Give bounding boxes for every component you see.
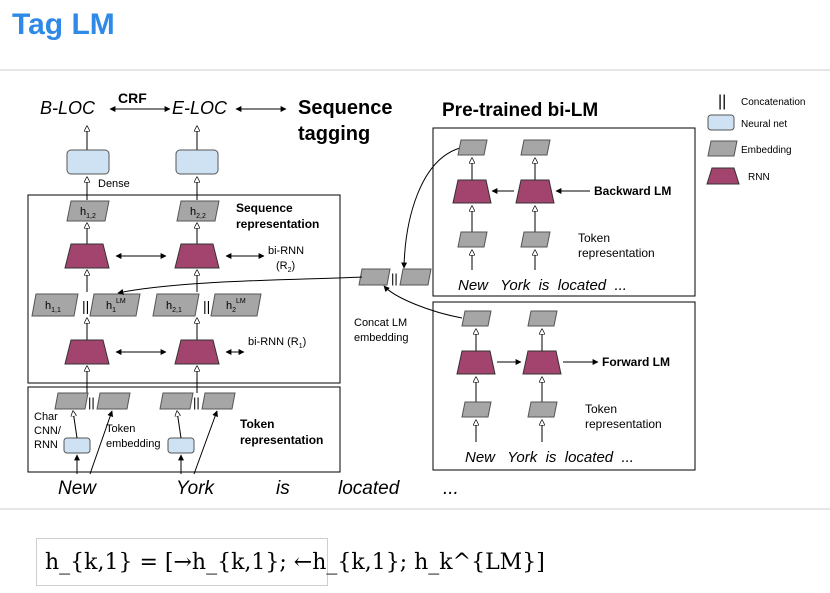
formula-text: h_{k,1} = [→h_{k,1}; ←h_{k,1}; h_k^{LM}] <box>45 549 545 575</box>
word-embedding-1 <box>96 392 131 410</box>
forward-lm: Forward LM Token representation New York… <box>456 310 670 466</box>
forward-rnn-1 <box>456 350 496 375</box>
rnn-r2-cell-2 <box>174 243 220 269</box>
input-word-new: New <box>58 478 97 499</box>
dense-layer-1 <box>66 149 110 175</box>
forward-lm-words: New York is located ... <box>465 449 634 466</box>
concat-lm-backward <box>358 268 391 286</box>
svg-text:h2,2: h2,2 <box>190 206 206 220</box>
bi-rnn-r1-label: bi-RNN (R1) <box>248 336 306 350</box>
legend-rnn: RNN <box>748 172 770 183</box>
backward-token-rep-line2: representation <box>578 246 655 260</box>
concat-to-h1lm-arrow <box>117 276 363 295</box>
bi-rnn-r2-label-line1: bi-RNN <box>268 245 304 257</box>
token-representation: || || Token representation Char CNN/ RNN… <box>34 366 323 475</box>
char-cnn-label-line3: RNN <box>34 439 58 451</box>
svg-text:h1,1: h1,1 <box>45 300 61 314</box>
sequence-tagging-line1: Sequence <box>298 97 392 119</box>
concat-symbol-1: || <box>82 298 89 314</box>
h1lm-embedding <box>89 293 141 317</box>
h2lm-embedding <box>210 293 262 317</box>
legend-neural-net-swatch <box>707 114 735 131</box>
dense-layer-2 <box>175 149 219 175</box>
h21-embedding <box>152 293 200 317</box>
concat-lm-embedding: || Concat LM embedding <box>117 147 463 344</box>
bi-lm-title: Pre-trained bi-LM <box>442 100 598 121</box>
b-loc-label: B-LOC <box>40 98 96 118</box>
concat-lm-forward <box>399 268 432 286</box>
token-representation-line2: representation <box>240 433 323 447</box>
tagger-output: B-LOC CRF E-LOC Sequence tagging Dense <box>40 90 392 190</box>
svg-text:||: || <box>391 271 398 286</box>
forward-token-rep-line1: Token <box>585 402 617 416</box>
backward-lm: Backward LM Token representation New Yor… <box>452 139 671 294</box>
forward-to-concat-arrow <box>383 285 463 319</box>
char-cnn-label-line1: Char <box>34 411 58 423</box>
slide-title: Tag LM <box>12 8 115 41</box>
forward-rnn-2 <box>522 350 562 375</box>
forward-token-rep-line2: representation <box>585 417 662 431</box>
char-embedding-1 <box>54 392 89 410</box>
sequence-representation: h1,2 h2,2 Sequence representation bi-RNN… <box>31 177 319 365</box>
char-cnn-label-line2: CNN/ <box>34 425 62 437</box>
token-embedding-label-line1: Token <box>106 423 135 435</box>
concat-lm-label-line1: Concat LM <box>354 317 407 329</box>
backward-lm-label: Backward LM <box>594 184 671 198</box>
backward-rnn-2 <box>515 179 555 204</box>
legend-neural-net: Neural net <box>741 119 787 130</box>
tag-lm-formula: h_{k,1} = [→h_{k,1}; ←h_{k,1}; h_k^{LM}] <box>36 538 545 586</box>
concat-lm-label-line2: embedding <box>354 332 408 344</box>
h12-embedding <box>66 200 110 222</box>
char-embedding-2 <box>159 392 194 410</box>
backward-to-concat-arrow <box>401 147 461 269</box>
sequence-representation-line1: Sequence <box>236 201 293 215</box>
sequence-representation-box <box>27 194 341 384</box>
backward-lm-words: New York is located ... <box>458 277 627 294</box>
concat-symbol-2: || <box>203 298 210 314</box>
svg-text:h2LM: h2LM <box>226 298 246 314</box>
rnn-r2-cell-1 <box>64 243 110 269</box>
input-word-ellipsis: ... <box>443 478 459 499</box>
word-embedding-2 <box>201 392 236 410</box>
bi-rnn-r2-label-line2: (R2) <box>276 260 295 274</box>
input-word-york: York <box>176 478 216 499</box>
legend-embedding: Embedding <box>741 145 792 156</box>
e-loc-label: E-LOC <box>172 98 228 118</box>
svg-text:h1,2: h1,2 <box>80 206 96 220</box>
legend-embedding-swatch <box>707 140 738 157</box>
forward-lm-panel <box>432 301 696 471</box>
h22-embedding <box>176 200 220 222</box>
sequence-tagging-line2: tagging <box>298 123 370 145</box>
char-cnn-box-1 <box>63 437 91 454</box>
legend-rnn-swatch <box>706 167 740 185</box>
char-cnn-box-2 <box>167 437 195 454</box>
input-word-located: located <box>338 478 401 499</box>
legend-concat-symbol: || <box>718 93 726 110</box>
token-representation-line1: Token <box>240 417 274 431</box>
input-word-is: is <box>276 478 290 499</box>
forward-lm-label: Forward LM <box>602 355 670 369</box>
input-sentence: New York is located ... <box>58 478 459 499</box>
backward-lm-panel <box>432 127 696 297</box>
svg-text:||: || <box>88 395 95 410</box>
rnn-r1-cell-1 <box>64 339 110 365</box>
legend-concatenation: Concatenation <box>741 97 806 108</box>
crf-label: CRF <box>118 90 147 106</box>
backward-rnn-1 <box>452 179 492 204</box>
svg-text:h2,1: h2,1 <box>166 300 182 314</box>
tag-lm-diagram: B-LOC CRF E-LOC Sequence tagging Dense h… <box>0 69 830 510</box>
svg-text:h1LM: h1LM <box>106 298 126 314</box>
svg-text:||: || <box>193 395 200 410</box>
sequence-representation-line2: representation <box>236 217 319 231</box>
legend: || Concatenation Neural net Embedding RN… <box>706 93 806 185</box>
token-embedding-label-line2: embedding <box>106 438 160 450</box>
rnn-r1-cell-2 <box>174 339 220 365</box>
token-representation-box <box>27 386 341 473</box>
h11-embedding <box>31 293 79 317</box>
dense-label: Dense <box>98 178 130 190</box>
backward-token-rep-line1: Token <box>578 231 610 245</box>
